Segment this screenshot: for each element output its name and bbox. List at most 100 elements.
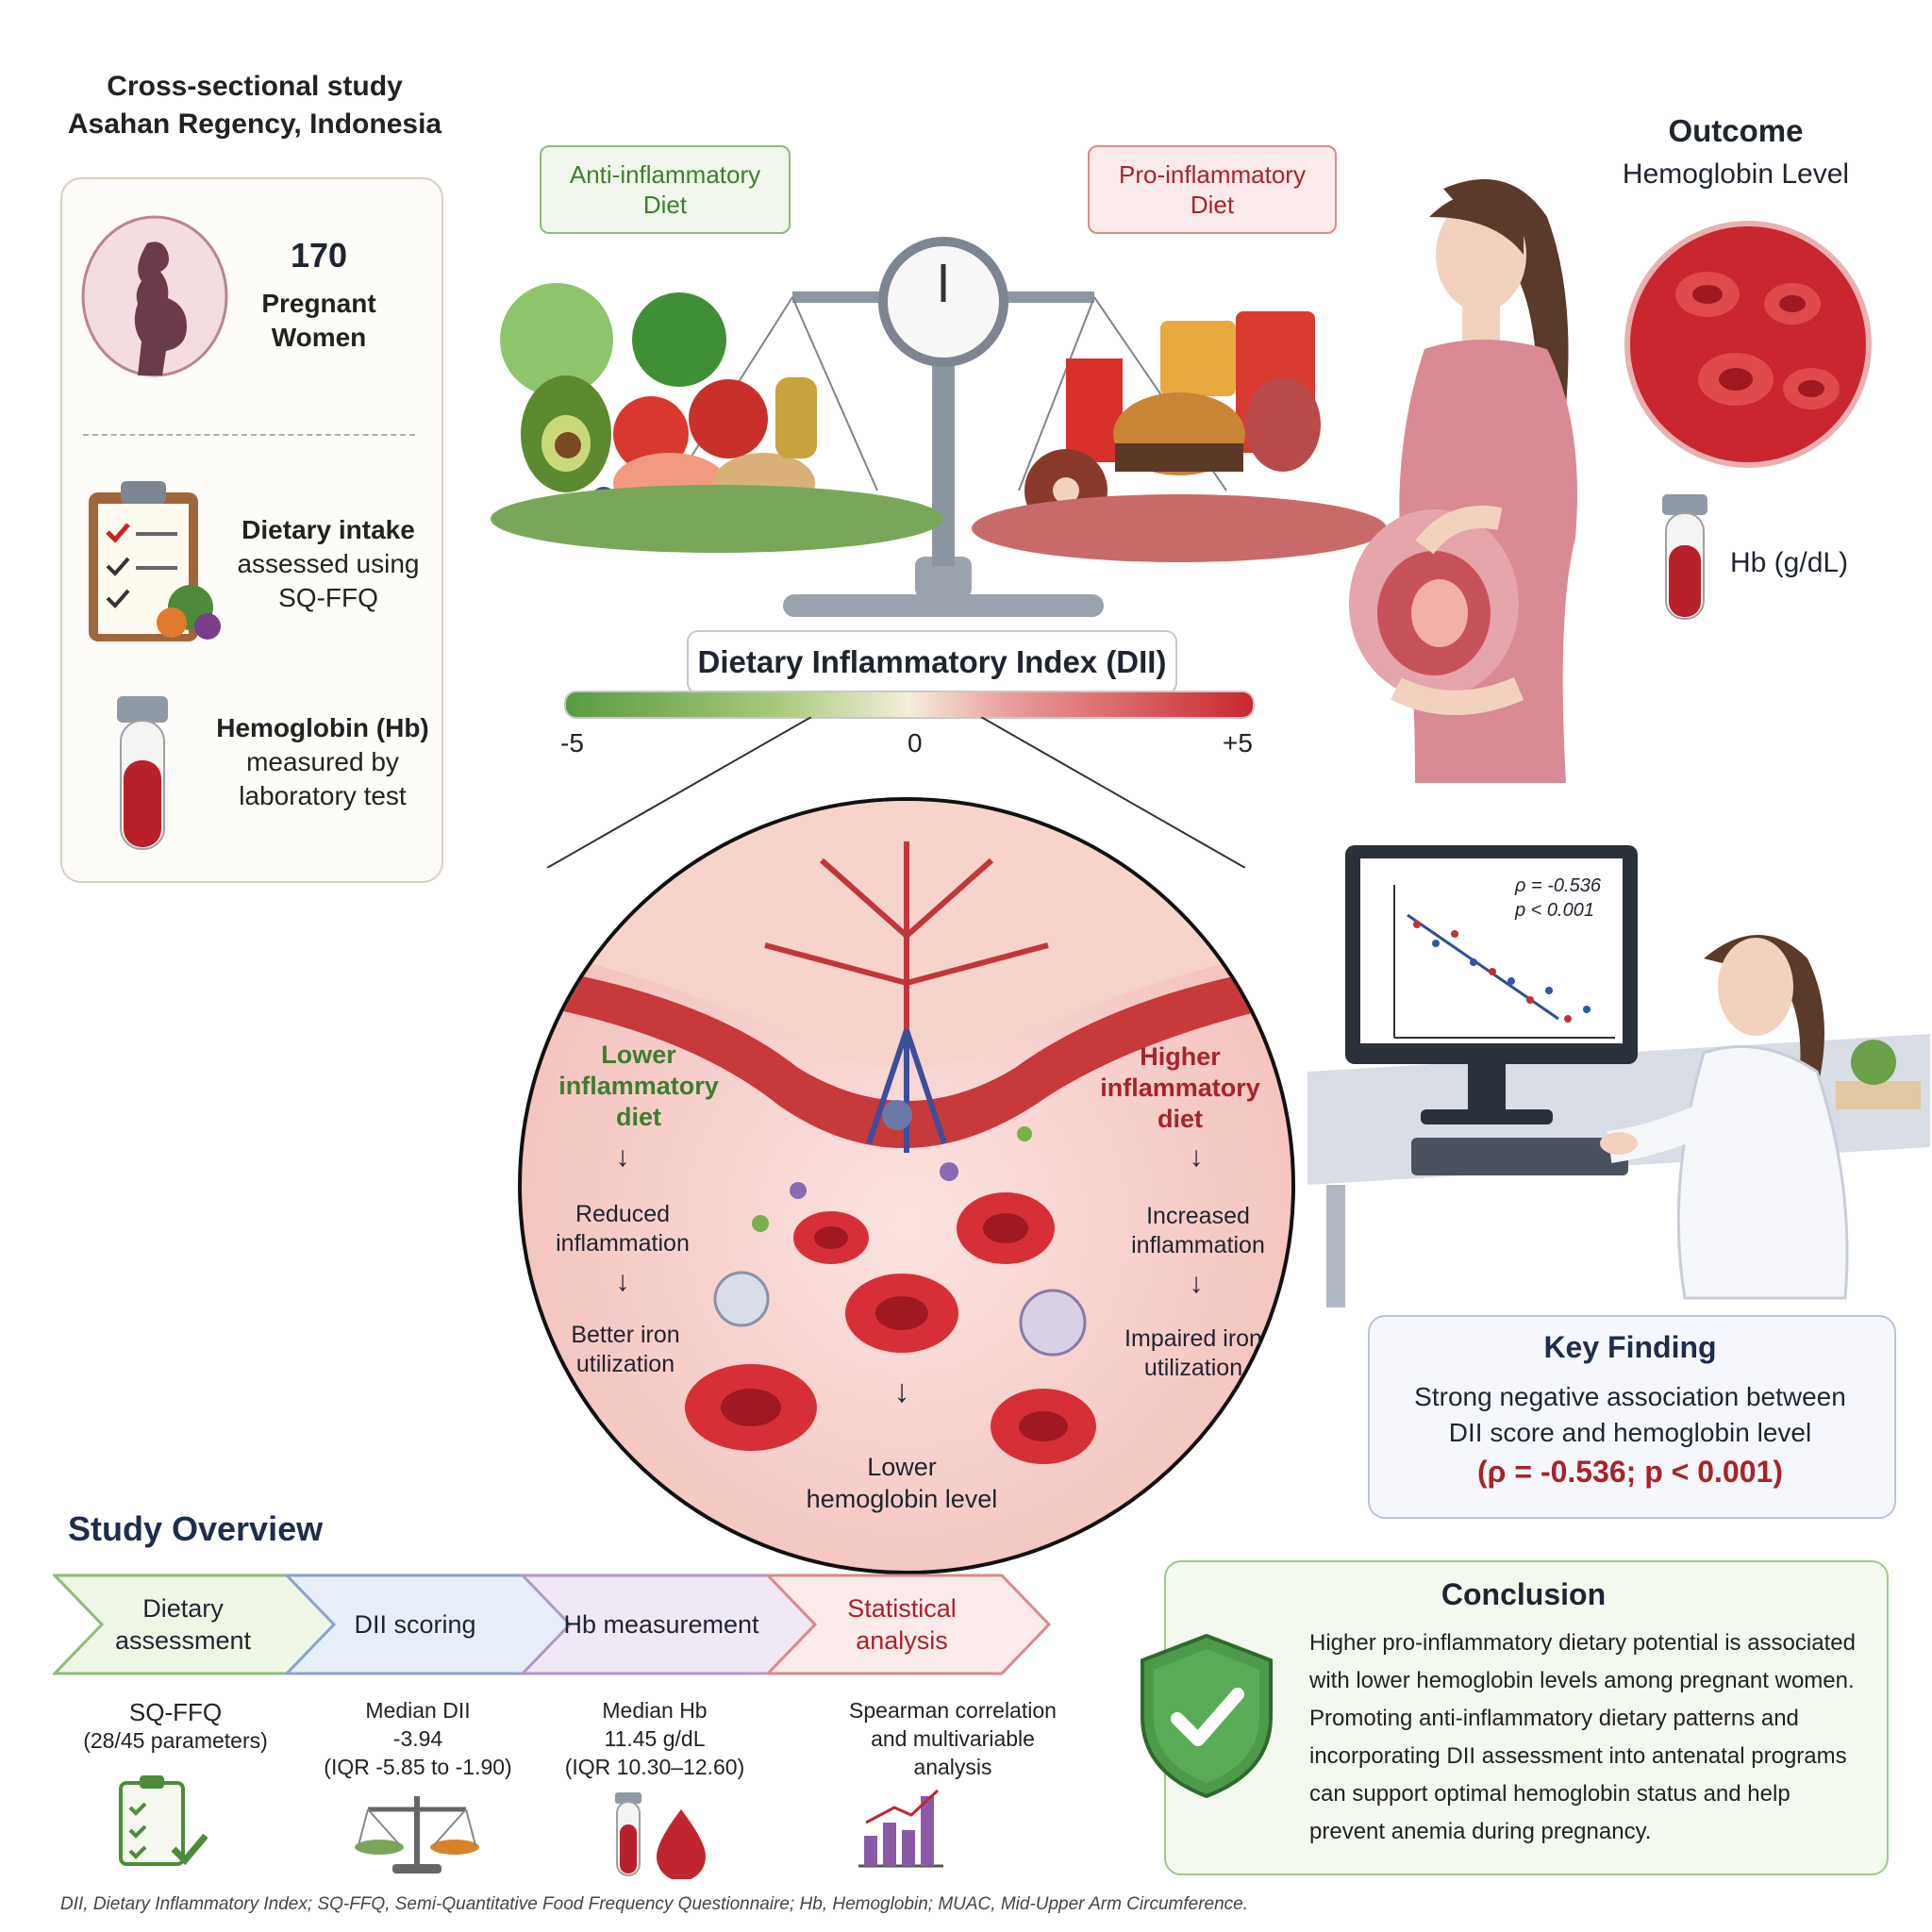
low-line2: inflammatory xyxy=(558,1072,719,1100)
pro-label-line2: Diet xyxy=(1190,191,1235,219)
scatter-plot xyxy=(1379,877,1624,1052)
increased-inflammation-label: Increased inflammation xyxy=(1113,1202,1283,1260)
better-line1: Better iron xyxy=(571,1322,680,1348)
diet-method-text: Dietary intake assessed using SQ-FFQ xyxy=(236,513,421,615)
dii-max-label: +5 xyxy=(1223,728,1253,758)
study-design-title: Cross-sectional study Asahan Regency, In… xyxy=(66,68,443,143)
arrow-down-icon: ↓ xyxy=(893,1374,910,1409)
pregnant-woman-illustration xyxy=(1340,160,1623,788)
detail2-line2: -3.94 xyxy=(392,1726,443,1751)
impaired-line2: utilization xyxy=(1143,1355,1243,1381)
conclusion-line: can support optimal hemoglobin status an… xyxy=(1309,1781,1790,1807)
hb-unit-label: Hb (g/dL) xyxy=(1730,547,1849,578)
high-line1: Higher xyxy=(1140,1042,1221,1071)
step4-line2: analysis xyxy=(856,1626,948,1655)
key-finding-stat: (ρ = -0.536; p < 0.001) xyxy=(1477,1455,1783,1489)
monitor-rho: ρ = -0.536 xyxy=(1515,875,1601,896)
blood-tube-icon xyxy=(113,694,172,861)
monitor-stats: ρ = -0.536 p < 0.001 xyxy=(1515,874,1601,923)
step4-line1: Statistical xyxy=(847,1594,957,1623)
scale-icon xyxy=(355,1790,479,1880)
lower-hemoglobin-label: Lower hemoglobin level xyxy=(789,1451,1015,1515)
high-line3: diet xyxy=(1157,1105,1203,1133)
conclusion-box xyxy=(1164,1560,1889,1875)
result-line1: Lower xyxy=(867,1453,937,1481)
conclusion-line: with lower hemoglobin levels among pregn… xyxy=(1309,1668,1855,1693)
anti-label-line2: Diet xyxy=(642,191,688,219)
better-line2: utilization xyxy=(575,1351,675,1377)
conclusion-line: Higher pro-inflammatory dietary potentia… xyxy=(1309,1630,1856,1656)
dii-min-label: -5 xyxy=(560,728,584,758)
hb-method-line2: measured by xyxy=(246,747,399,776)
arrow-down-icon: ↓ xyxy=(1189,1268,1204,1299)
detail4-line2: and multivariable xyxy=(871,1726,1035,1751)
panel-divider xyxy=(83,434,415,436)
conclusion-text: Higher pro-inflammatory dietary potentia… xyxy=(1309,1624,1877,1851)
dii-gradient-bar xyxy=(564,691,1255,719)
low-line1: Lower xyxy=(601,1041,676,1069)
participant-count: 170 xyxy=(290,236,348,275)
shield-check-icon xyxy=(1136,1632,1277,1805)
dii-title-box: Dietary Inflammatory Index (DII) xyxy=(687,630,1177,694)
diet-method-line2: assessed using xyxy=(237,549,420,578)
researcher-illustration xyxy=(1307,845,1930,1322)
key-finding-line2: DII score and hemoglobin level xyxy=(1448,1418,1812,1447)
participant-label: Pregnant Women xyxy=(236,287,402,355)
dii-title: Dietary Inflammatory Index (DII) xyxy=(697,644,1167,679)
hb-method-line1: Hemoglobin (Hb) xyxy=(216,713,429,742)
mechanism-circle xyxy=(515,794,1298,1582)
detail4-line1: Spearman correlation xyxy=(849,1698,1057,1723)
anti-label-line1: Anti-inflammatory xyxy=(569,160,761,189)
detail3-line1: Median Hb xyxy=(602,1698,708,1723)
arrow-down-icon: ↓ xyxy=(615,1266,630,1297)
pro-label-line1: Pro-inflammatory xyxy=(1119,160,1306,189)
increased-line2: inflammation xyxy=(1131,1232,1265,1258)
step2-line1: DII scoring xyxy=(354,1610,476,1639)
zoom-lines xyxy=(528,716,1283,873)
participant-label-line2: Women xyxy=(271,323,367,352)
dii-mid-label: 0 xyxy=(908,728,923,758)
impaired-iron-label: Impaired iron utilization xyxy=(1113,1324,1274,1383)
outcome-title: Outcome xyxy=(1668,113,1804,148)
key-finding-text: Strong negative association between DII … xyxy=(1368,1379,1892,1451)
increased-line1: Increased xyxy=(1146,1203,1250,1229)
blood-drop-icon xyxy=(613,1790,708,1884)
detail-median-dii: Median DII -3.94 (IQR -5.85 to -1.90) xyxy=(317,1696,519,1781)
step-statistical-analysis: Statistical analysis xyxy=(809,1574,994,1675)
balance-scale-illustration xyxy=(481,236,1387,637)
arrow-down-icon: ↓ xyxy=(615,1141,630,1173)
detail3-line3: (IQR 10.30–12.60) xyxy=(564,1755,745,1779)
high-line2: inflammatory xyxy=(1100,1074,1260,1102)
impaired-line1: Impaired iron xyxy=(1124,1325,1262,1352)
hb-method-line3: laboratory test xyxy=(239,781,407,810)
participant-label-line1: Pregnant xyxy=(261,289,376,318)
detail3-line2: 11.45 g/dL xyxy=(604,1726,706,1751)
checklist-icon xyxy=(117,1774,208,1873)
reduced-line1: Reduced xyxy=(575,1201,671,1227)
monitor-p: p < 0.001 xyxy=(1515,900,1594,921)
lower-inflammatory-diet-label: Lower inflammatory diet xyxy=(551,1040,726,1133)
hb-method-text: Hemoglobin (Hb) measured by laboratory t… xyxy=(215,711,430,813)
diet-method-line3: SQ-FFQ xyxy=(278,583,378,612)
conclusion-title: Conclusion xyxy=(1441,1577,1607,1611)
conclusion-line: Promoting anti-inflammatory dietary patt… xyxy=(1309,1706,1799,1731)
bar-chart-icon xyxy=(855,1785,945,1874)
reduced-line2: inflammation xyxy=(556,1230,690,1257)
detail4-line3: analysis xyxy=(913,1755,992,1779)
step3-line1: Hb measurement xyxy=(563,1610,759,1639)
detail1-line1: SQ-FFQ xyxy=(128,1698,223,1726)
better-iron-label: Better iron utilization xyxy=(547,1321,704,1379)
detail2-line1: Median DII xyxy=(365,1698,471,1723)
step-hb-measurement: Hb measurement xyxy=(560,1574,762,1675)
key-finding-title: Key Finding xyxy=(1543,1330,1717,1364)
conclusion-line: incorporating DII assessment into antena… xyxy=(1309,1743,1847,1769)
arrow-down-icon: ↓ xyxy=(1189,1141,1204,1173)
study-overview-title: Study Overview xyxy=(68,1509,324,1548)
diet-method-line1: Dietary intake xyxy=(242,515,415,544)
detail-sqffq: SQ-FFQ (28/45 parameters) xyxy=(75,1698,275,1755)
pregnant-woman-icon xyxy=(81,215,228,382)
detail-statistics: Spearman correlation and multivariable a… xyxy=(838,1696,1068,1781)
study-design-line: Cross-sectional study xyxy=(107,71,403,102)
